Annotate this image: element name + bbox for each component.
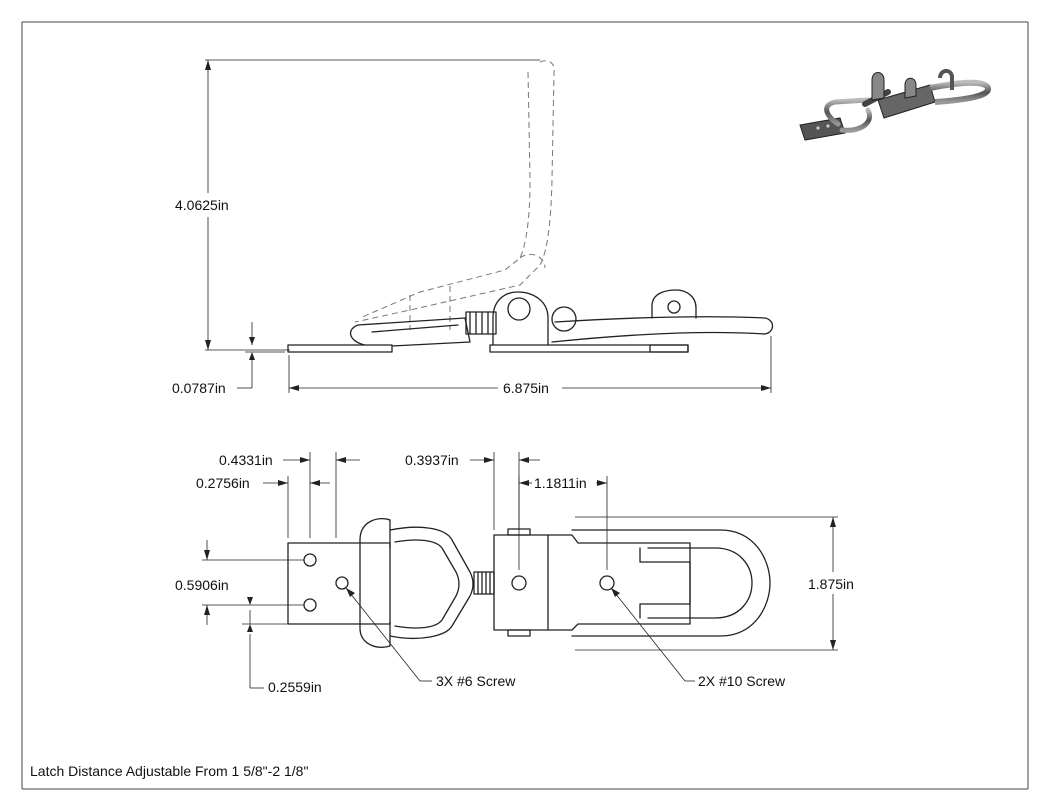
large-screw-callout: 2X #10 Screw: [610, 587, 786, 689]
slot-offset-dimension: 0.3937in: [405, 452, 540, 530]
hole-spacing-v-label: 0.5906in: [175, 577, 229, 593]
width-dimension: 1.875in: [575, 516, 854, 651]
top-view-latch: [287, 517, 771, 648]
width-label: 1.875in: [808, 576, 854, 592]
hole-spacing-v-dimension: 0.5906in: [175, 540, 304, 625]
thickness-dimension: 0.0787in: [172, 322, 285, 396]
small-screw-label: 3X #6 Screw: [436, 673, 516, 689]
side-view-latch: [287, 289, 774, 353]
screw-spacing-label: 1.1811in: [534, 475, 587, 491]
sheet-frame: [21, 21, 1029, 790]
hole-edge-v-dimension: 0.2559in: [242, 597, 322, 695]
height-dimension: 4.0625in: [175, 59, 540, 351]
hole-offset-a-label: 0.4331in: [219, 452, 273, 468]
isometric-view: [799, 69, 991, 141]
length-label: 6.875in: [503, 380, 549, 396]
adjustment-note: Latch Distance Adjustable From 1 5/8"-2 …: [30, 763, 308, 779]
length-dimension: 6.875in: [288, 336, 772, 396]
small-screw-callout: 3X #6 Screw: [345, 587, 516, 689]
hole-offset-b-dimension: 0.2756in: [196, 475, 330, 538]
slot-offset-label: 0.3937in: [405, 452, 459, 468]
height-label: 4.0625in: [175, 197, 229, 213]
side-view-open-lever: [354, 60, 555, 330]
large-screw-label: 2X #10 Screw: [698, 673, 786, 689]
hole-offset-a-dimension: 0.4331in: [219, 452, 360, 538]
hole-offset-b-label: 0.2756in: [196, 475, 250, 491]
thickness-label: 0.0787in: [172, 380, 226, 396]
hole-edge-v-label: 0.2559in: [268, 679, 322, 695]
screw-spacing-dimension: 1.1811in: [518, 475, 608, 570]
